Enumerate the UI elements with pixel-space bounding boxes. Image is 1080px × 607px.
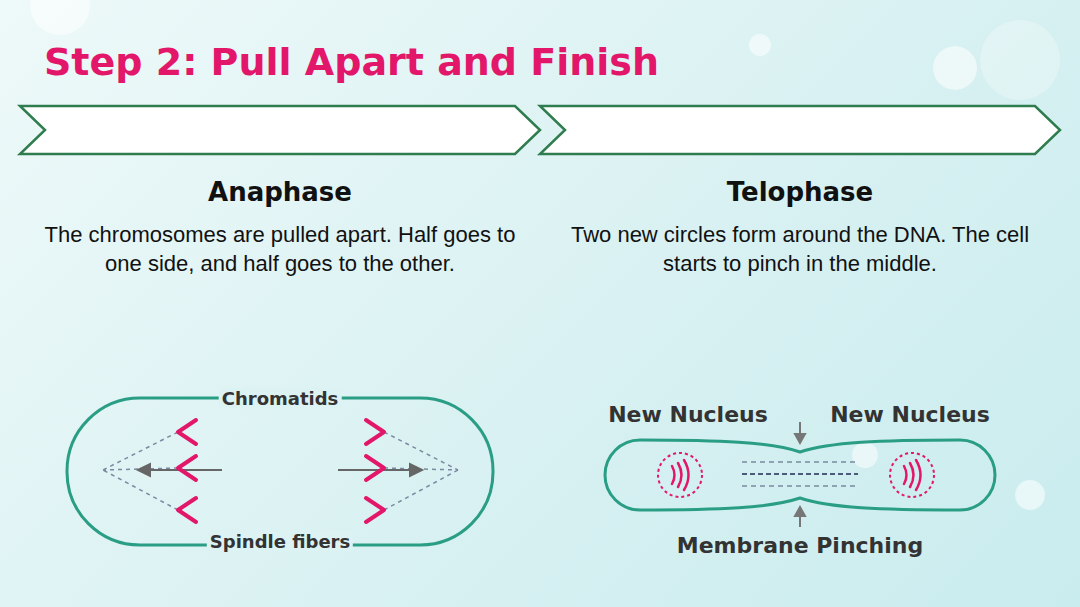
- part-label: New Nucleus: [827, 402, 993, 427]
- part-label: Membrane Pinching: [674, 533, 926, 558]
- part-label: Chromatids: [219, 388, 342, 409]
- phase-description: Two new circles form around the DNA. The…: [560, 220, 1040, 278]
- telophase-cell: [605, 422, 995, 527]
- part-label: New Nucleus: [605, 402, 771, 427]
- phase-heading: Anaphase: [208, 177, 352, 207]
- part-label: Spindle fibers: [207, 531, 353, 552]
- phase-heading: Telophase: [727, 177, 873, 207]
- chevron-band: [20, 106, 540, 154]
- slide-title: Step 2: Pull Apart and Finish: [44, 40, 659, 84]
- phase-description: The chromosomes are pulled apart. Half g…: [40, 220, 520, 278]
- anaphase-cell: [67, 398, 493, 545]
- chevron-band: [540, 106, 1060, 154]
